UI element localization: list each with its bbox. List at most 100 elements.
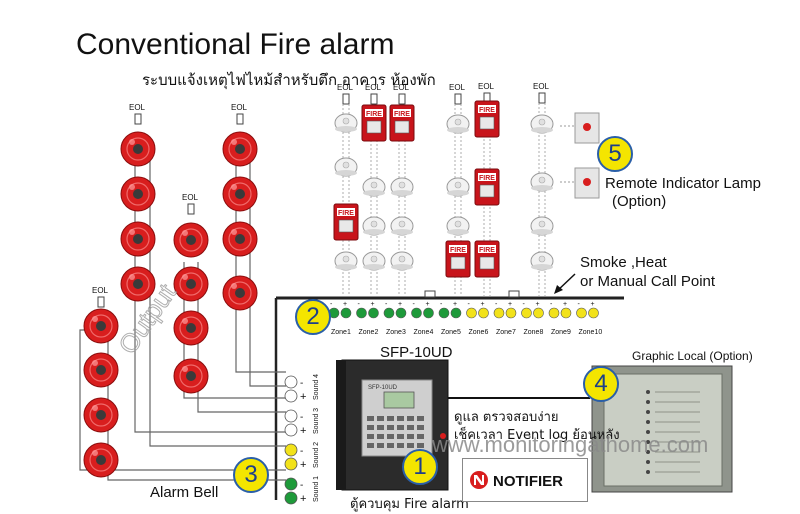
sound-terminal-minus xyxy=(284,409,298,423)
manual-call-point-icon: FIRE xyxy=(361,104,387,142)
eol-label: EOL xyxy=(365,83,382,92)
zone-label: Zone8 xyxy=(524,329,544,336)
fire-label: FIRE xyxy=(479,247,495,254)
eol-resistor-icon xyxy=(370,93,378,105)
zone-label: Zone2 xyxy=(359,329,379,336)
fire-label: FIRE xyxy=(338,210,354,217)
eol-resistor-icon xyxy=(398,93,406,105)
smoke-detector-icon xyxy=(530,216,554,236)
brand-text: NOTIFIER xyxy=(493,473,563,490)
smoke-detector-icon xyxy=(446,216,470,236)
zone-terminal-minus xyxy=(438,307,450,319)
graphic-local-panel-icon xyxy=(591,365,733,493)
graphic-local-label: Graphic Local (Option) xyxy=(632,349,753,363)
sound-terminal-minus xyxy=(284,443,298,457)
smoke-detector-icon xyxy=(390,216,414,236)
detectors-label-line1: Smoke ,Heat xyxy=(580,254,667,271)
badge-3: 3 xyxy=(233,457,269,493)
bell-wire-b xyxy=(149,156,286,447)
zone-terminal-minus xyxy=(493,307,505,319)
manual-call-point-icon: FIRE xyxy=(333,203,359,241)
panel-note-line1: ดูแล ตรวจสอบง่าย xyxy=(454,410,559,425)
zone-terminal-plus xyxy=(560,307,572,319)
fire-label: FIRE xyxy=(394,111,410,118)
terminal-minus-sign: - xyxy=(330,301,333,308)
terminal-minus-sign: - xyxy=(413,301,416,308)
remote-indicator-lamp-icon xyxy=(574,112,600,144)
panel-note-line2: เช็คเวลา Event log ย้อนหลัง xyxy=(454,428,620,443)
eol-label: EOL xyxy=(231,103,248,112)
panel-model-label: SFP-10UD xyxy=(380,344,453,361)
panel-screen-model-text: SFP-10UD xyxy=(368,385,398,391)
alarm-bell-icon xyxy=(83,442,119,478)
eol-resistor-icon xyxy=(97,296,105,308)
zone-terminal-plus xyxy=(533,307,544,319)
bus-eol-resistor-icon xyxy=(508,290,520,298)
remote-lamp-label-line2: (Option) xyxy=(612,193,667,210)
zone-terminal-minus xyxy=(576,307,587,319)
bus-eol-resistor-icon xyxy=(424,290,436,298)
zone-label: Zone9 xyxy=(551,329,571,336)
zone-label: Zone10 xyxy=(579,329,603,336)
sound-terminal-plus xyxy=(284,389,298,403)
terminal-plus-sign: + xyxy=(300,493,306,505)
eol-label: EOL xyxy=(92,286,109,295)
sound-label: Sound 1 xyxy=(313,476,320,502)
smoke-detector-icon xyxy=(446,177,470,197)
eol-label: EOL xyxy=(182,193,199,202)
manual-call-point-icon: FIRE xyxy=(474,240,500,278)
eol-label: EOL xyxy=(337,83,354,92)
terminal-minus-sign: - xyxy=(468,301,471,308)
terminal-minus-sign: - xyxy=(550,301,553,308)
terminal-minus-sign: - xyxy=(300,480,303,491)
bell-wire-c xyxy=(183,262,286,399)
alarm-bell-icon xyxy=(222,131,258,167)
panel-caption: ตู้ควบคุม Fire alarm xyxy=(350,497,469,512)
zone-terminal-plus xyxy=(423,307,434,319)
sound-terminal-plus xyxy=(284,457,298,471)
terminal-plus-sign: + xyxy=(300,459,306,471)
terminal-plus-sign: + xyxy=(563,301,567,308)
smoke-detector-icon xyxy=(390,251,414,271)
sound-terminal-minus xyxy=(284,375,298,389)
alarm-bell-icon xyxy=(120,131,156,167)
badge-2: 2 xyxy=(295,299,331,335)
fire-label: FIRE xyxy=(450,247,466,254)
alarm-bell-icon xyxy=(120,176,156,212)
terminal-minus-sign: - xyxy=(578,301,581,308)
sound-label: Sound 4 xyxy=(313,374,320,400)
terminal-minus-sign: - xyxy=(300,378,303,389)
notifier-logo-icon: NOTIFIER xyxy=(470,471,563,490)
remote-lamp-label-line1: Remote Indicator Lamp xyxy=(605,175,761,192)
page-title: Conventional Fire alarm xyxy=(76,28,395,61)
sound-label: Sound 3 xyxy=(313,408,320,434)
zone-label: Zone3 xyxy=(386,329,406,336)
fire-label: FIRE xyxy=(366,111,382,118)
zone-terminal-plus xyxy=(588,307,599,319)
notifier-logo-box: NOTIFIER xyxy=(462,458,588,502)
zone-terminal-minus xyxy=(356,307,367,319)
smoke-detector-icon xyxy=(390,177,414,197)
sound-terminal-plus xyxy=(284,491,298,505)
zone-terminal-minus xyxy=(383,307,395,319)
zone-terminal-plus xyxy=(395,307,407,319)
terminal-plus-sign: + xyxy=(481,301,485,308)
smoke-detector-icon xyxy=(362,177,386,197)
zone-label: Zone7 xyxy=(496,329,516,336)
alarm-bell-icon xyxy=(173,222,209,258)
zone-label: Zone4 xyxy=(414,329,434,336)
manual-call-point-icon: FIRE xyxy=(389,104,415,142)
zone-label: Zone5 xyxy=(441,329,461,336)
eol-label: EOL xyxy=(533,82,550,91)
smoke-detector-icon xyxy=(334,157,358,177)
terminal-plus-sign: + xyxy=(453,301,457,308)
zone-label: Zone1 xyxy=(331,329,351,336)
badge-4: 4 xyxy=(583,366,619,402)
fire-label: FIRE xyxy=(479,175,495,182)
terminal-plus-sign: + xyxy=(591,301,595,308)
eol-resistor-icon xyxy=(538,92,546,104)
eol-label: EOL xyxy=(393,83,410,92)
manual-call-point-icon: FIRE xyxy=(445,240,471,278)
terminal-plus-sign: + xyxy=(536,301,540,308)
terminal-minus-sign: - xyxy=(495,301,498,308)
